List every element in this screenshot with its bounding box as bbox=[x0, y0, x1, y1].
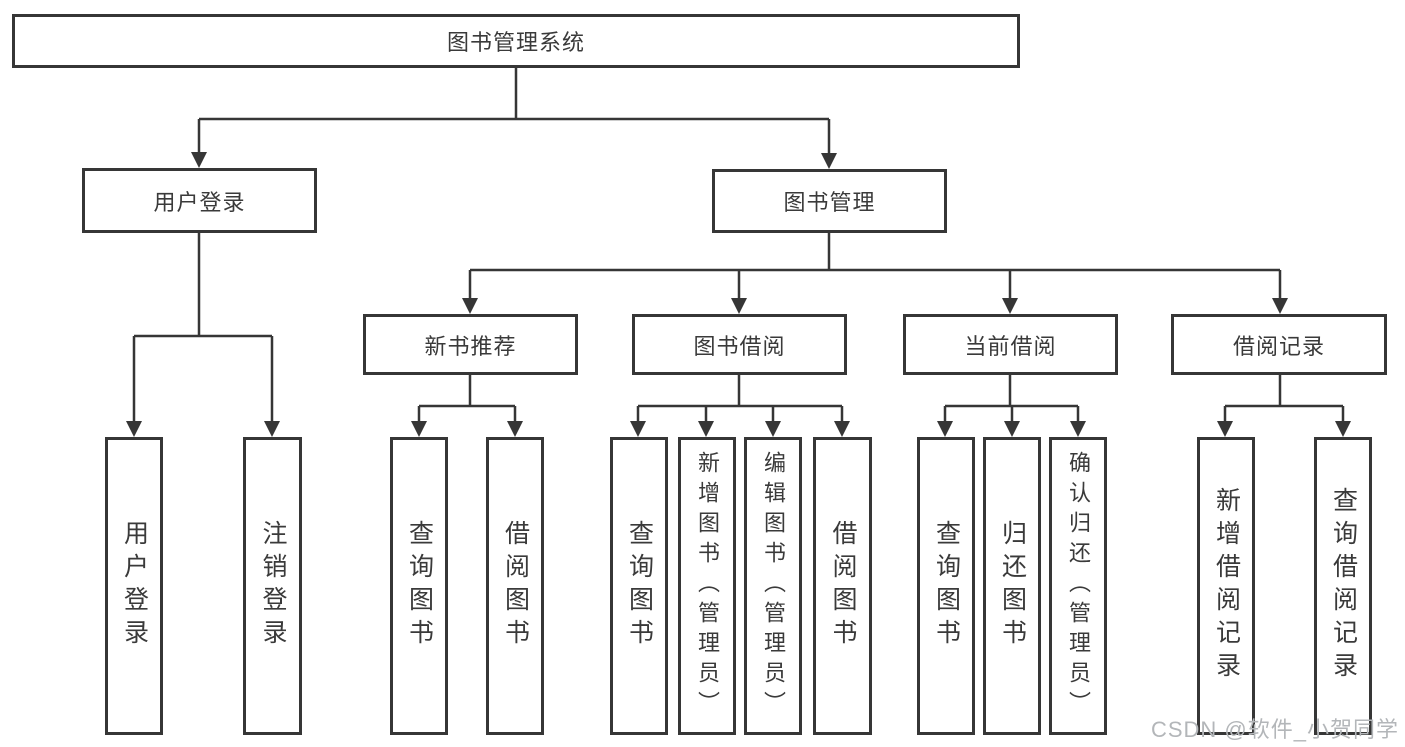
leaf-query-borrow-record: 查询借阅记录 bbox=[1314, 437, 1372, 735]
node-label: 借阅记录 bbox=[1232, 333, 1325, 359]
leaf-query-books-borrowing: 查询图书 bbox=[610, 437, 668, 735]
node-label: 借阅图书 bbox=[501, 520, 530, 652]
leaf-borrow-books-recommend: 借阅图书 bbox=[486, 437, 544, 735]
node-label: 用户登录 bbox=[153, 189, 246, 215]
node-label: 新增图书（管理员） bbox=[695, 451, 720, 721]
node-label: 新书推荐 bbox=[424, 333, 517, 359]
node-library-management-system: 图书管理系统 bbox=[12, 14, 1020, 68]
node-label: 编辑图书（管理员） bbox=[761, 451, 786, 721]
node-label: 注销登录 bbox=[259, 520, 287, 652]
leaf-logout: 注销登录 bbox=[243, 437, 302, 735]
node-current-borrowing: 当前借阅 bbox=[903, 314, 1118, 375]
leaf-add-book-admin: 新增图书（管理员） bbox=[678, 437, 736, 735]
node-book-management: 图书管理 bbox=[712, 169, 947, 233]
node-label: 当前借阅 bbox=[964, 333, 1057, 359]
node-new-book-recommend: 新书推荐 bbox=[363, 314, 578, 375]
node-label: 图书借阅 bbox=[693, 333, 786, 359]
node-label: 用户登录 bbox=[120, 520, 149, 652]
leaf-borrow-books-borrowing: 借阅图书 bbox=[813, 437, 872, 735]
node-label: 新增借阅记录 bbox=[1212, 487, 1241, 685]
leaf-return-book: 归还图书 bbox=[983, 437, 1041, 735]
node-label: 查询图书 bbox=[625, 520, 654, 652]
leaf-query-books-current: 查询图书 bbox=[917, 437, 975, 735]
leaf-query-books-recommend: 查询图书 bbox=[390, 437, 448, 735]
node-label: 借阅图书 bbox=[829, 520, 857, 652]
leaf-edit-book-admin: 编辑图书（管理员） bbox=[744, 437, 802, 735]
node-label: 确认归还（管理员） bbox=[1066, 451, 1091, 721]
node-label: 查询借阅记录 bbox=[1329, 487, 1358, 685]
node-label: 图书管理系统 bbox=[446, 30, 585, 55]
leaf-user-login: 用户登录 bbox=[105, 437, 163, 735]
node-label: 图书管理 bbox=[783, 190, 876, 215]
node-label: 查询图书 bbox=[932, 520, 961, 652]
node-borrowing-records: 借阅记录 bbox=[1171, 314, 1387, 375]
arrowheads bbox=[126, 152, 1351, 437]
node-label: 归还图书 bbox=[998, 520, 1027, 652]
node-label: 查询图书 bbox=[405, 520, 434, 652]
leaf-add-borrow-record: 新增借阅记录 bbox=[1197, 437, 1255, 735]
leaf-confirm-return-admin: 确认归还（管理员） bbox=[1049, 437, 1107, 735]
node-user-login: 用户登录 bbox=[82, 168, 317, 233]
node-book-borrowing: 图书借阅 bbox=[632, 314, 847, 375]
csdn-watermark: CSDN @软件_小贺同学 bbox=[1150, 717, 1399, 742]
